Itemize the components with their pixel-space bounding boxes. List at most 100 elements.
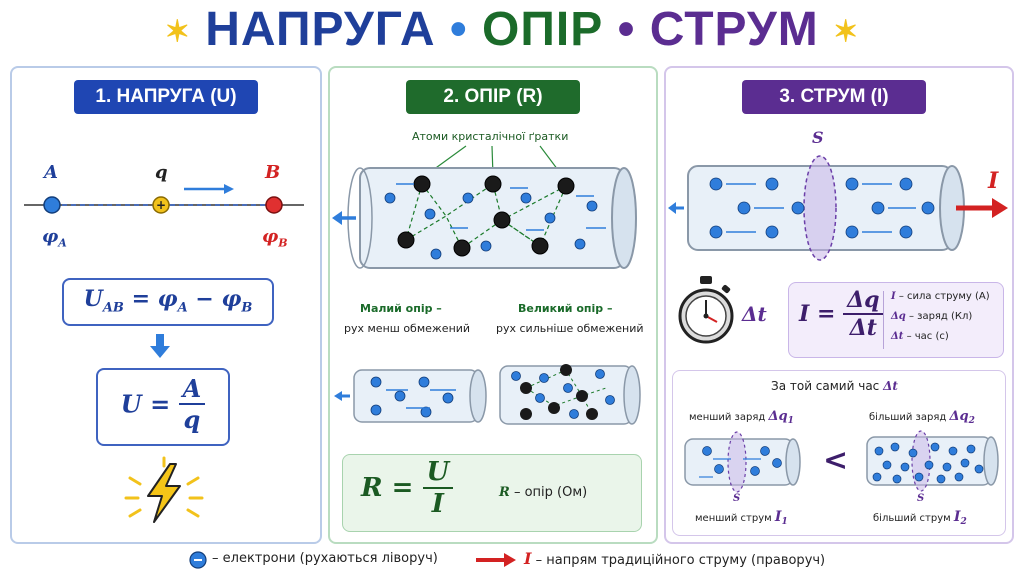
sparkle-icon-left: ✶: [164, 15, 191, 49]
more-current-text: більший струм: [873, 513, 954, 524]
panel-voltage: 1. НАПРУГА (U) + A q B φA φB UAB = φA − …: [10, 66, 322, 544]
fi-fraction: Δq Δt: [843, 287, 884, 341]
less-charge-sym: Δq: [768, 409, 788, 424]
resistance-note-text: – опір (Ом): [509, 485, 588, 500]
more-charge-sub: 2: [968, 416, 975, 426]
less-charge-text: менший заряд: [689, 412, 769, 423]
title-voltage: НАПРУГА: [205, 3, 436, 56]
down-arrow-icon: [150, 334, 170, 358]
panel-resistance: 2. ОПІР (R) Атоми кристалічної ґратки: [328, 66, 658, 544]
fr-fraction: U I: [422, 457, 454, 519]
current-direction-legend: I – напрям традиційного струму (праворуч…: [524, 545, 825, 573]
fi-lhs: I: [799, 301, 810, 327]
f2-lhs: U: [120, 389, 142, 419]
svg-text:+: +: [156, 198, 166, 212]
current-direction-text: – напрям традиційного струму (праворуч): [531, 553, 826, 568]
panel-current: 3. СТРУМ (I) S I Δt I =: [664, 66, 1014, 544]
resistance-note: R – опір (Ом): [499, 485, 587, 500]
badge-current: 3. СТРУМ (I): [742, 80, 926, 114]
more-current-label: більший струм I2: [873, 509, 967, 527]
charge-label: q: [155, 162, 168, 183]
current-direction-symbol: I: [524, 549, 532, 568]
test-charge-icon: [152, 196, 170, 214]
current-legend-divider: [883, 291, 884, 349]
point-a-label: A: [44, 162, 58, 183]
point-b-label: B: [265, 162, 281, 183]
f1-eq: =: [131, 286, 150, 312]
f2-eq: =: [150, 389, 171, 419]
fr-num: U: [422, 457, 454, 489]
formula-box-voltage-work: U = A q: [96, 368, 230, 446]
less-current-text: менший струм: [695, 513, 775, 524]
small-resistance-conductor: [334, 369, 487, 423]
legend-dt-sym: Δt: [891, 331, 904, 342]
less-current-sub: 1: [781, 517, 788, 527]
more-current-sub: 2: [960, 517, 967, 527]
point-a-sphere: [43, 196, 61, 214]
current-legend-dt: Δt – час (с): [891, 331, 949, 342]
point-b-sphere: [265, 196, 283, 214]
title-dot-2: •: [617, 3, 636, 56]
less-than-sign: <: [823, 443, 849, 478]
large-resistance-desc: рух сильніше обмежений: [496, 322, 644, 335]
fi-den: Δt: [849, 315, 877, 341]
comparison-box: За той самий час Δt менший заряд Δq1 біл…: [672, 370, 1006, 536]
more-charge-sym: Δq: [949, 409, 969, 424]
legend-i-sym: I: [891, 291, 896, 302]
s-small-left: S: [733, 493, 741, 504]
title-resistance: ОПІР: [482, 3, 604, 56]
phi-a-sub: A: [58, 236, 67, 250]
less-charge-label: менший заряд Δq1: [689, 409, 794, 426]
comparison-title: За той самий час Δt: [771, 379, 898, 393]
fi-eq: =: [816, 301, 836, 327]
legend-i-text: – сила струму (А): [895, 291, 990, 302]
resistance-note-symbol: R: [499, 485, 510, 500]
badge-resistance: 2. ОПІР (R): [406, 80, 580, 114]
legend-dq-text: – заряд (Кл): [905, 311, 973, 322]
formula-resistance: R = U I: [361, 457, 454, 519]
lightning-bolt-icon: [124, 456, 204, 523]
less-current-conductor: [684, 431, 801, 493]
voltage-field-diagram: +: [24, 184, 304, 214]
cross-section-ellipse: [803, 155, 837, 261]
formula-box-resistance: R = U I R – опір (Ом): [342, 454, 642, 532]
f1-t2: φ: [221, 286, 242, 312]
more-charge-label: більший заряд Δq2: [869, 409, 975, 426]
f2-num: A: [178, 374, 206, 405]
formula-voltage-work: U = A q: [98, 374, 228, 434]
f1-lhs: U: [83, 286, 103, 312]
f1-lhs-sub: AB: [102, 300, 124, 316]
main-title: ✶ НАПРУГА • ОПІР • СТРУМ ✶: [0, 0, 1024, 60]
f1-t1-sub: A: [177, 300, 188, 316]
less-current-label: менший струм I1: [695, 509, 788, 527]
cross-section-label: S: [812, 128, 824, 147]
phi-b-symbol: φ: [262, 226, 279, 247]
title-dot-1: •: [449, 3, 468, 56]
f1-t1: φ: [157, 286, 178, 312]
fr-den: I: [431, 489, 444, 519]
phi-b-label: φB: [262, 226, 288, 250]
fr-eq: =: [391, 473, 414, 503]
phi-a-label: φA: [42, 226, 67, 250]
lattice-atoms-label: Атоми кристалічної ґратки: [412, 130, 569, 143]
large-resistance-title: Великий опір –: [518, 302, 613, 315]
f1-t2-sub: B: [241, 300, 253, 316]
comparison-title-sym: Δt: [883, 379, 898, 393]
phi-a-symbol: φ: [42, 226, 59, 247]
less-charge-sub: 1: [787, 416, 794, 426]
small-resistance-desc: рух менш обмежений: [344, 322, 471, 335]
f1-minus: −: [195, 286, 214, 312]
current-legend-i: I – сила струму (А): [891, 291, 990, 302]
electron-legend-text: – електрони (рухаються ліворуч): [212, 551, 438, 566]
legend-dt-text: – час (с): [903, 331, 949, 342]
large-resistance-conductor: [499, 364, 641, 425]
phi-b-sub: B: [278, 236, 288, 250]
f2-fraction: A q: [178, 374, 206, 434]
electron-legend-icon: [189, 551, 207, 569]
formula-box-voltage-difference: UAB = φA − φB: [62, 278, 274, 326]
delta-t-label: Δt: [742, 302, 767, 326]
formula-voltage-difference: UAB = φA − φB: [64, 286, 272, 315]
title-current: СТРУМ: [649, 3, 819, 56]
stopwatch-icon: [678, 276, 734, 344]
current-direction-arrow-icon: [476, 553, 516, 567]
